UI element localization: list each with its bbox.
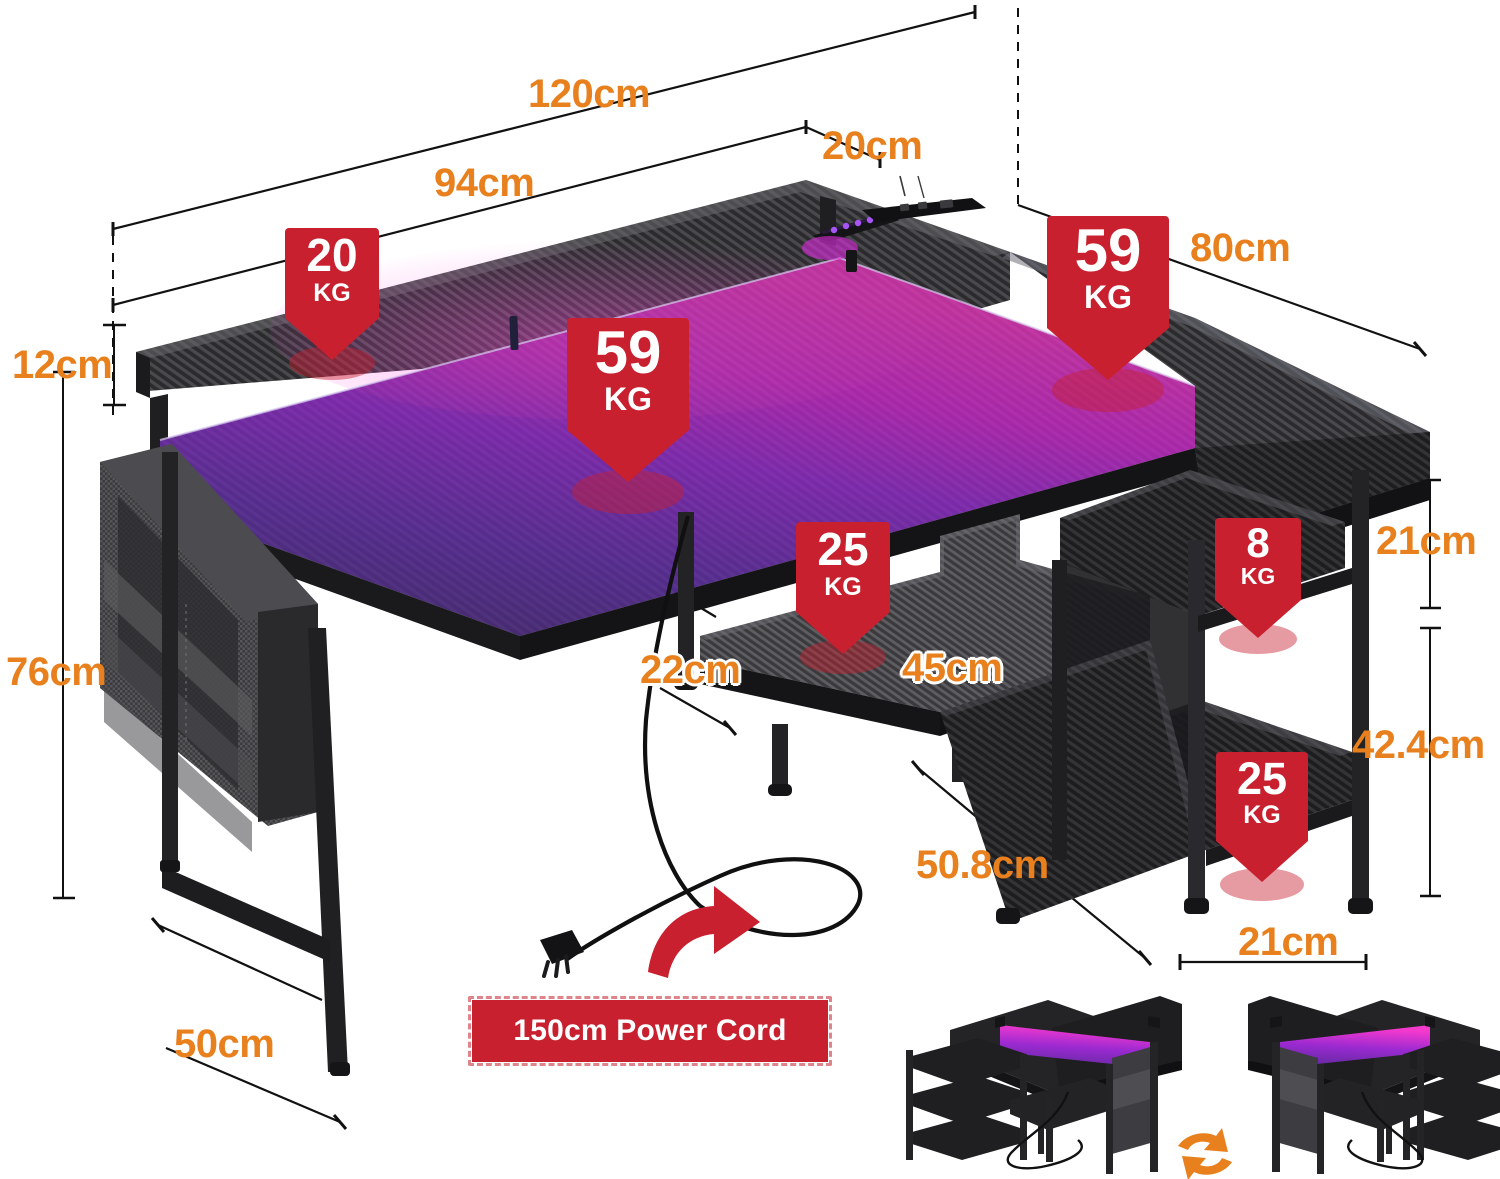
power-cord [564,515,863,962]
dimension-label-desk-height: 76cm [6,650,107,694]
load-badge-value: 25 [1236,753,1288,804]
desk-orientation-right[interactable] [1248,996,1500,1174]
dimension-label-shelf-step: 22cm [640,648,741,692]
red-curved-arrow-icon [648,886,760,978]
power-plug-icon [540,930,584,978]
load-badge-unit: KG [604,381,652,417]
desk-frame-left [160,452,698,1076]
dimension-label-shelf-depth: 21cm [1238,920,1339,964]
load-badge-value: 25 [817,523,869,575]
reversible-swap-icon [1178,1128,1232,1179]
power-cord-banner: 150cm Power Cord [468,996,832,1066]
dimension-label-shelf-gap-top: 21cm [1376,519,1477,563]
load-badge-unit: KG [824,572,862,601]
dimension-label-width-main-top: 94cm [434,161,535,205]
dimension-label-width-total: 120cm [528,72,651,116]
led-light-strip-icon [509,250,857,351]
load-badge-unit: KG [313,278,351,307]
dimension-label-depth-right-top: 80cm [1190,226,1291,270]
dimension-label-shelf-width: 45cm [902,646,1003,690]
dimension-label-shelf-gap-bottom: 42.4cm [1352,723,1485,767]
load-badge-unit: KG [1243,800,1281,829]
power-cord-banner-label: 150cm Power Cord [513,1014,787,1047]
desk-orientation-left[interactable] [906,996,1182,1174]
dimension-label-side-depth: 50.8cm [916,843,1049,887]
load-badge-unit: KG [1084,279,1132,315]
dimension-label-depth-riser: 20cm [822,124,923,168]
banner-dashed-border [468,996,832,1066]
load-badge-value: 59 [1074,217,1142,284]
fabric-storage-bag-icon [100,444,318,852]
load-badge-value: 59 [594,319,662,386]
dimension-label-riser-height: 12cm [12,343,113,387]
load-badge-unit: KG [1240,562,1276,589]
power-strip-icon [802,175,986,260]
dimension-label-leg-depth: 50cm [174,1022,275,1066]
load-badge-value: 20 [306,229,358,281]
load-badge-value: 8 [1246,519,1270,566]
